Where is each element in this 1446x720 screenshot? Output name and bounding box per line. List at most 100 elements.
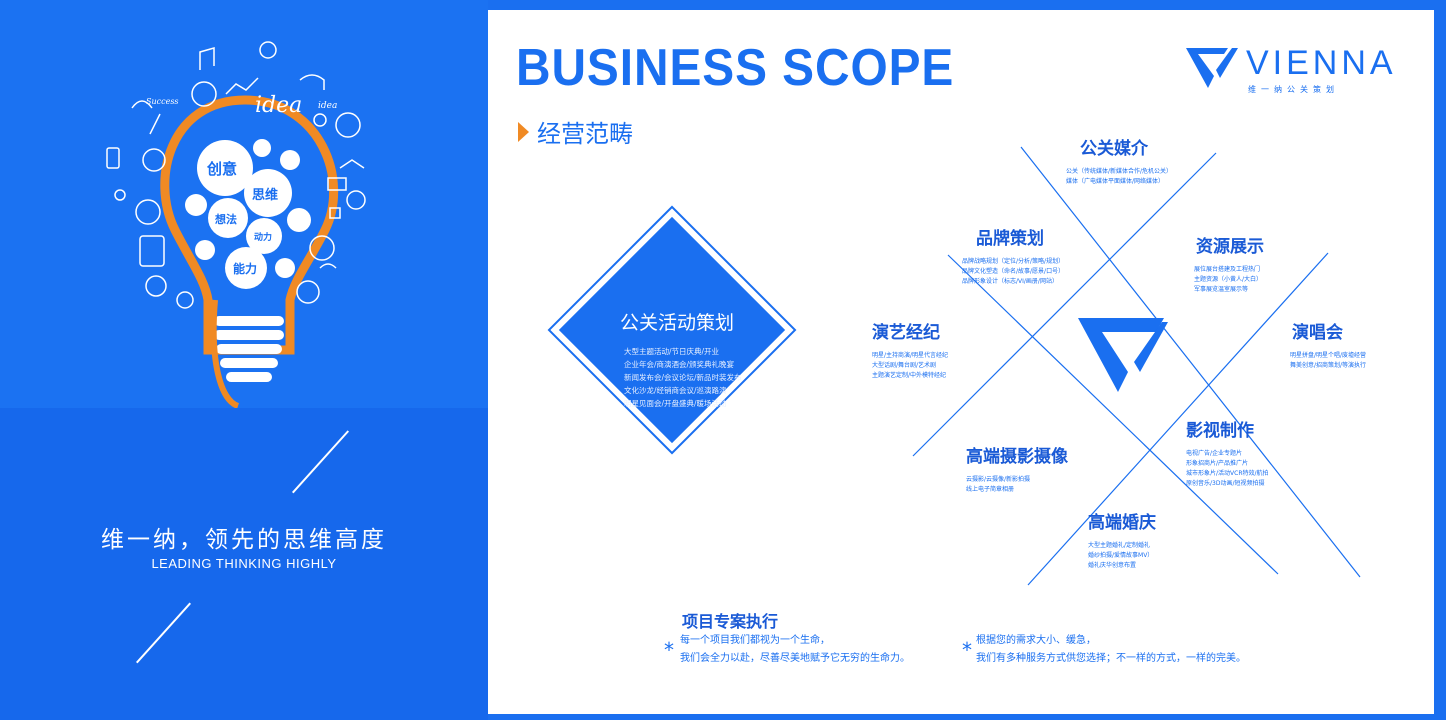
idea-text: idea bbox=[255, 93, 302, 118]
bulb-base bbox=[214, 316, 284, 382]
node-line: 婚纱拍摄/爱情故事MV） bbox=[1088, 552, 1154, 559]
chat-icon bbox=[309, 235, 335, 261]
idea-small-text: idea bbox=[318, 101, 337, 111]
brand-wordmark: VIENNA bbox=[1246, 44, 1397, 82]
vienna-logo-icon bbox=[1186, 48, 1238, 88]
rainbow-icon bbox=[131, 100, 153, 109]
bulb-word: 能力 bbox=[233, 261, 257, 276]
cross-line bbox=[1027, 252, 1329, 586]
pr-event-title: 公关活动策划 bbox=[619, 312, 734, 334]
node-line: 公关（传统媒体/新媒体合作/危机公关） bbox=[1066, 168, 1173, 175]
node-line: 云摄影/云摄像/新影拍摄 bbox=[966, 476, 1031, 483]
tagline-chinese: 维一纳，领先的思维高度 bbox=[101, 527, 387, 553]
node-title: 演艺经纪 bbox=[872, 323, 940, 343]
chat-icon bbox=[145, 275, 167, 297]
node-line: 大型主题婚礼/定制婚礼 bbox=[1088, 542, 1151, 549]
bulb-word: 思维 bbox=[252, 187, 278, 203]
left-panel: 创意 思维 想法 动力 能力 bbox=[0, 0, 488, 720]
gear-icon bbox=[275, 258, 295, 278]
gear-icons bbox=[185, 139, 311, 289]
wifi-icon bbox=[319, 263, 337, 269]
home-icon bbox=[339, 159, 365, 169]
node-line: 形象招商片/产品推广片 bbox=[1186, 460, 1249, 467]
execution-note-2: 根据您的需求大小、缓急， 我们有多种服务方式供您选择；不一样的方式，一样的完美。 bbox=[976, 632, 1246, 668]
node-line: 品牌文化塑造（命名/故事/愿景/口号） bbox=[962, 268, 1065, 275]
scope-node-concert: 演唱会 明星拼盘/明星个唱/废墟经营 舞美创意/招商策划/等演执行 bbox=[1290, 318, 1366, 371]
gear-icon bbox=[185, 194, 207, 216]
globe-icon bbox=[335, 112, 361, 138]
cross-line bbox=[912, 152, 1217, 457]
tablet-icon bbox=[139, 235, 165, 267]
note-line: 我们有多种服务方式供您选择；不一样的方式，一样的完美。 bbox=[976, 653, 1246, 664]
globe-icon bbox=[296, 280, 320, 304]
clock-icon bbox=[259, 41, 277, 59]
note-line: 我们会全力以赴，尽善尽美地赋予它无穷的生命力。 bbox=[680, 653, 910, 664]
business-scope-card: BUSINESS SCOPE 经营范畴 VIENNA 维一纳公关策划 公关活动策… bbox=[488, 10, 1434, 714]
gear-icon bbox=[287, 208, 311, 232]
pr-event-line: 大型主题活动/节日庆典/开业 bbox=[624, 347, 720, 356]
brand-logo: VIENNA 维一纳公关策划 bbox=[1184, 44, 1394, 96]
cross-line bbox=[947, 254, 1279, 575]
execution-note-1: 每一个项目我们都视为一个生命， 我们会全力以赴，尽善尽美地赋予它无穷的生命力。 bbox=[680, 632, 910, 668]
node-line: 主题演艺定制/中外模特经纪 bbox=[872, 372, 947, 379]
node-line: 婚礼庆华创意布置 bbox=[1088, 562, 1137, 569]
node-line: 军事展览温室展示等 bbox=[1194, 286, 1249, 293]
node-line: 品牌形象设计（标志/VI/画册/网站） bbox=[962, 278, 1058, 285]
node-line: 大型话剧/舞台剧/艺术剧 bbox=[872, 362, 937, 369]
headphone-icon bbox=[299, 74, 325, 90]
pr-event-line: 新闻发布会/会议论坛/新品时装发布 bbox=[624, 373, 742, 382]
check-icon bbox=[329, 207, 341, 219]
chart-icon bbox=[225, 77, 259, 95]
tagline-panel bbox=[0, 408, 488, 720]
node-title: 影视制作 bbox=[1186, 421, 1254, 441]
mail-icon bbox=[327, 177, 347, 191]
page-title: BUSINESS SCOPE bbox=[516, 39, 955, 97]
phone-icon bbox=[106, 147, 120, 169]
globe-icon bbox=[191, 81, 217, 107]
gear-icon bbox=[244, 169, 292, 217]
scope-node-film: 影视制作 电视广告/企业专题片 形象招商片/产品推广片 城市形象片/活动VCR特… bbox=[1186, 416, 1269, 489]
gear-icon bbox=[253, 139, 271, 157]
gear-icon bbox=[225, 247, 267, 289]
success-text: Success bbox=[146, 97, 179, 106]
gear-icon bbox=[197, 140, 253, 196]
gear-icon bbox=[246, 218, 282, 254]
pr-event-line: 文化沙龙/经销商会议/巡演路演 bbox=[624, 386, 727, 395]
scope-node-media: 公关媒介 公关（传统媒体/新媒体合作/危机公关） 媒体（广电媒体平面媒体/网络媒… bbox=[1066, 134, 1172, 187]
scope-node-photo: 高端摄影摄像 云摄影/云摄像/新影拍摄 线上电子简章相册 bbox=[966, 442, 1068, 495]
gear-icon bbox=[280, 150, 300, 170]
gear-icon bbox=[195, 240, 215, 260]
scope-node-brand: 品牌策划 品牌战略规划（定位/分析/策略/规划） 品牌文化塑造（命名/故事/愿景… bbox=[962, 224, 1064, 287]
globe-icon bbox=[135, 199, 161, 225]
center-v-logo-icon bbox=[1078, 318, 1168, 392]
scope-node-wedding: 高端婚庆 大型主题婚礼/定制婚礼 婚纱拍摄/爱情故事MV） 婚礼庆华创意布置 bbox=[1088, 508, 1156, 571]
music-icon bbox=[199, 47, 215, 70]
doodle-icons bbox=[106, 41, 366, 309]
pr-event-content: 公关活动策划 大型主题活动/节日庆典/开业 企业年会/商演酒会/颁奖典礼晚宴 新… bbox=[586, 308, 768, 410]
node-line: 品牌战略规划（定位/分析/策略/规划） bbox=[962, 258, 1065, 265]
page-subtitle: 经营范畴 bbox=[518, 114, 633, 149]
idea-bulb-panel: 创意 思维 想法 动力 能力 bbox=[0, 0, 488, 409]
execution-title: 项目专案执行 bbox=[682, 612, 779, 631]
triangle-bullet-icon bbox=[518, 121, 529, 142]
bulb-word: 想法 bbox=[214, 212, 237, 226]
subtitle-text: 经营范畴 bbox=[537, 120, 633, 148]
node-title: 公关媒介 bbox=[1080, 139, 1148, 159]
bulb-icon bbox=[313, 113, 327, 127]
node-title: 高端摄影摄像 bbox=[966, 447, 1068, 467]
at-icon bbox=[346, 190, 366, 210]
node-line: 城市形象片/活动VCR特效/航拍 bbox=[1186, 470, 1269, 477]
node-line: 明星拼盘/明星个唱/废墟经营 bbox=[1290, 352, 1367, 359]
scope-node-artist: 演艺经纪 明星/主持商演/明星代言经纪 大型话剧/舞台剧/艺术剧 主题演艺定制/… bbox=[872, 318, 948, 381]
lightbulb-illustration: 创意 思维 想法 动力 能力 bbox=[106, 41, 366, 409]
arrow-icon bbox=[149, 113, 161, 135]
node-title: 演唱会 bbox=[1292, 323, 1343, 343]
gear-icon bbox=[208, 198, 248, 238]
node-title: 品牌策划 bbox=[976, 229, 1044, 249]
person-icon bbox=[176, 291, 194, 309]
asterisk-icon: * bbox=[664, 638, 674, 662]
node-line: 舞美创意/招商策划/等演执行 bbox=[1290, 362, 1367, 369]
pr-event-line: 企业年会/商演酒会/颁奖典礼晚宴 bbox=[624, 360, 735, 369]
pr-event-line: 明星见面会/开盘盛典/暖场活动 bbox=[624, 399, 727, 408]
node-line: 主题资源（小黄人/大白） bbox=[1194, 276, 1263, 283]
